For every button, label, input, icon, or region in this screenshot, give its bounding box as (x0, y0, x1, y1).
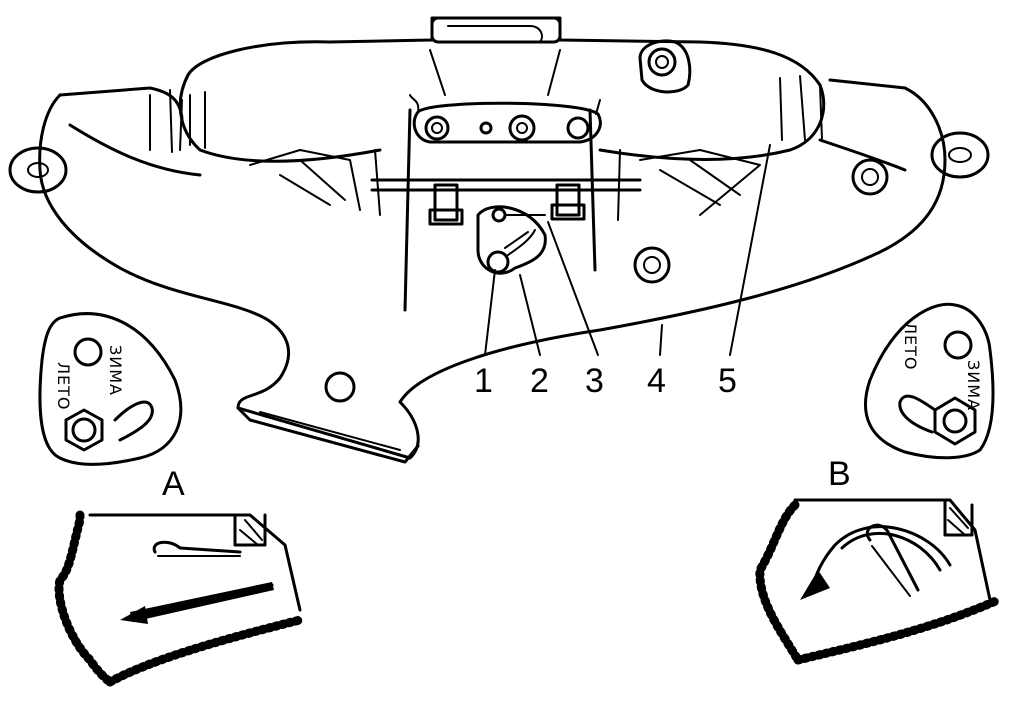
view-b-label: B (828, 455, 851, 493)
plate-right-label-winter: ЗИМА (964, 360, 983, 411)
plate-right-label-summer: ЛЕТО (901, 322, 920, 371)
plate-left-label-summer: ЛЕТО (54, 362, 73, 411)
callout-5: 5 (718, 362, 737, 400)
callout-4: 4 (647, 362, 666, 400)
plate-left-label-winter: ЗИМА (106, 345, 125, 396)
view-a-label: A (162, 465, 185, 503)
callout-3: 3 (585, 362, 604, 400)
view-a: A (54, 465, 305, 687)
callout-2: 2 (530, 362, 549, 400)
plate-detail-left: ЗИМА ЛЕТО (38, 312, 183, 466)
leader-lines (484, 144, 771, 356)
callout-labels: 1 2 3 4 5 (474, 362, 737, 400)
plate-detail-right: ЛЕТО ЗИМА (864, 302, 995, 460)
exhaust-manifold (8, 16, 990, 464)
callout-1: 1 (474, 362, 493, 400)
view-b: B (755, 455, 1003, 665)
